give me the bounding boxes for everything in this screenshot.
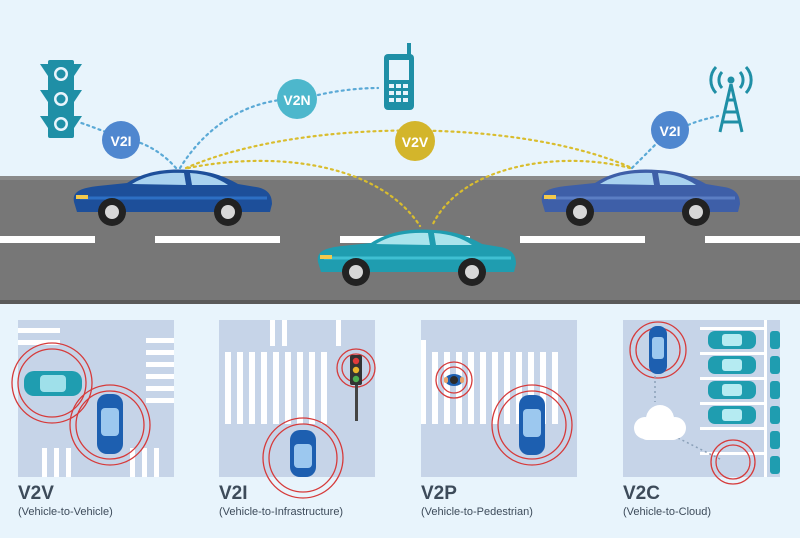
traffic-light-small-icon (350, 355, 362, 421)
panel-subtitle-v2v: (Vehicle-to-Vehicle) (18, 506, 113, 518)
car-right-indigo (541, 169, 740, 226)
cell-tower-icon (709, 65, 753, 133)
panel-v2c-scene (623, 320, 780, 485)
mobile-phone-icon (384, 43, 414, 110)
topview-car-vertical (97, 394, 123, 454)
topview-car-vertical (519, 395, 545, 455)
link-v2v-car1-car2 (186, 159, 422, 228)
traffic-light-icon (40, 60, 82, 138)
svg-text:V2N: V2N (283, 92, 310, 108)
panel-title-v2v: V2V (18, 483, 54, 504)
panel-v2p-scene (421, 320, 577, 477)
link-car-to-v2i-right (630, 138, 662, 170)
badge-v2n: V2N (277, 79, 317, 119)
link-v2n-to-phone (316, 86, 380, 97)
topview-car-horizontal (24, 371, 82, 396)
panel-title-v2c: V2C (623, 483, 660, 504)
panel-v2i-scene (219, 320, 376, 499)
panel-subtitle-v2c: (Vehicle-to-Cloud) (623, 506, 712, 518)
cloud-icon (634, 405, 686, 440)
link-car-to-v2n (178, 98, 282, 170)
topview-car-vertical (290, 430, 316, 477)
badge-v2i-right: V2I (651, 111, 689, 149)
svg-text:V2I: V2I (659, 123, 680, 139)
panel-title-v2i: V2I (219, 483, 248, 504)
car-left-blue (73, 169, 272, 226)
svg-text:V2V: V2V (402, 134, 429, 150)
panel-v2v-scene (11, 320, 174, 477)
badge-v2i-left: V2I (102, 121, 140, 159)
panel-subtitle-v2i: (Vehicle-to-Infrastructure) (219, 506, 344, 518)
topview-car-vertical (649, 326, 667, 374)
panel-subtitle-v2p: (Vehicle-to-Pedestrian) (421, 506, 533, 518)
link-v2v-car3-car2 (430, 159, 632, 228)
link-v2i-to-traffic-light (76, 120, 108, 134)
svg-text:V2I: V2I (110, 133, 131, 149)
car-center-teal (317, 229, 516, 286)
link-v2i-to-tower (686, 114, 720, 127)
badge-v2v: V2V (395, 121, 435, 161)
panel-title-v2p: V2P (421, 483, 457, 504)
pedestrian-icon (444, 374, 464, 386)
